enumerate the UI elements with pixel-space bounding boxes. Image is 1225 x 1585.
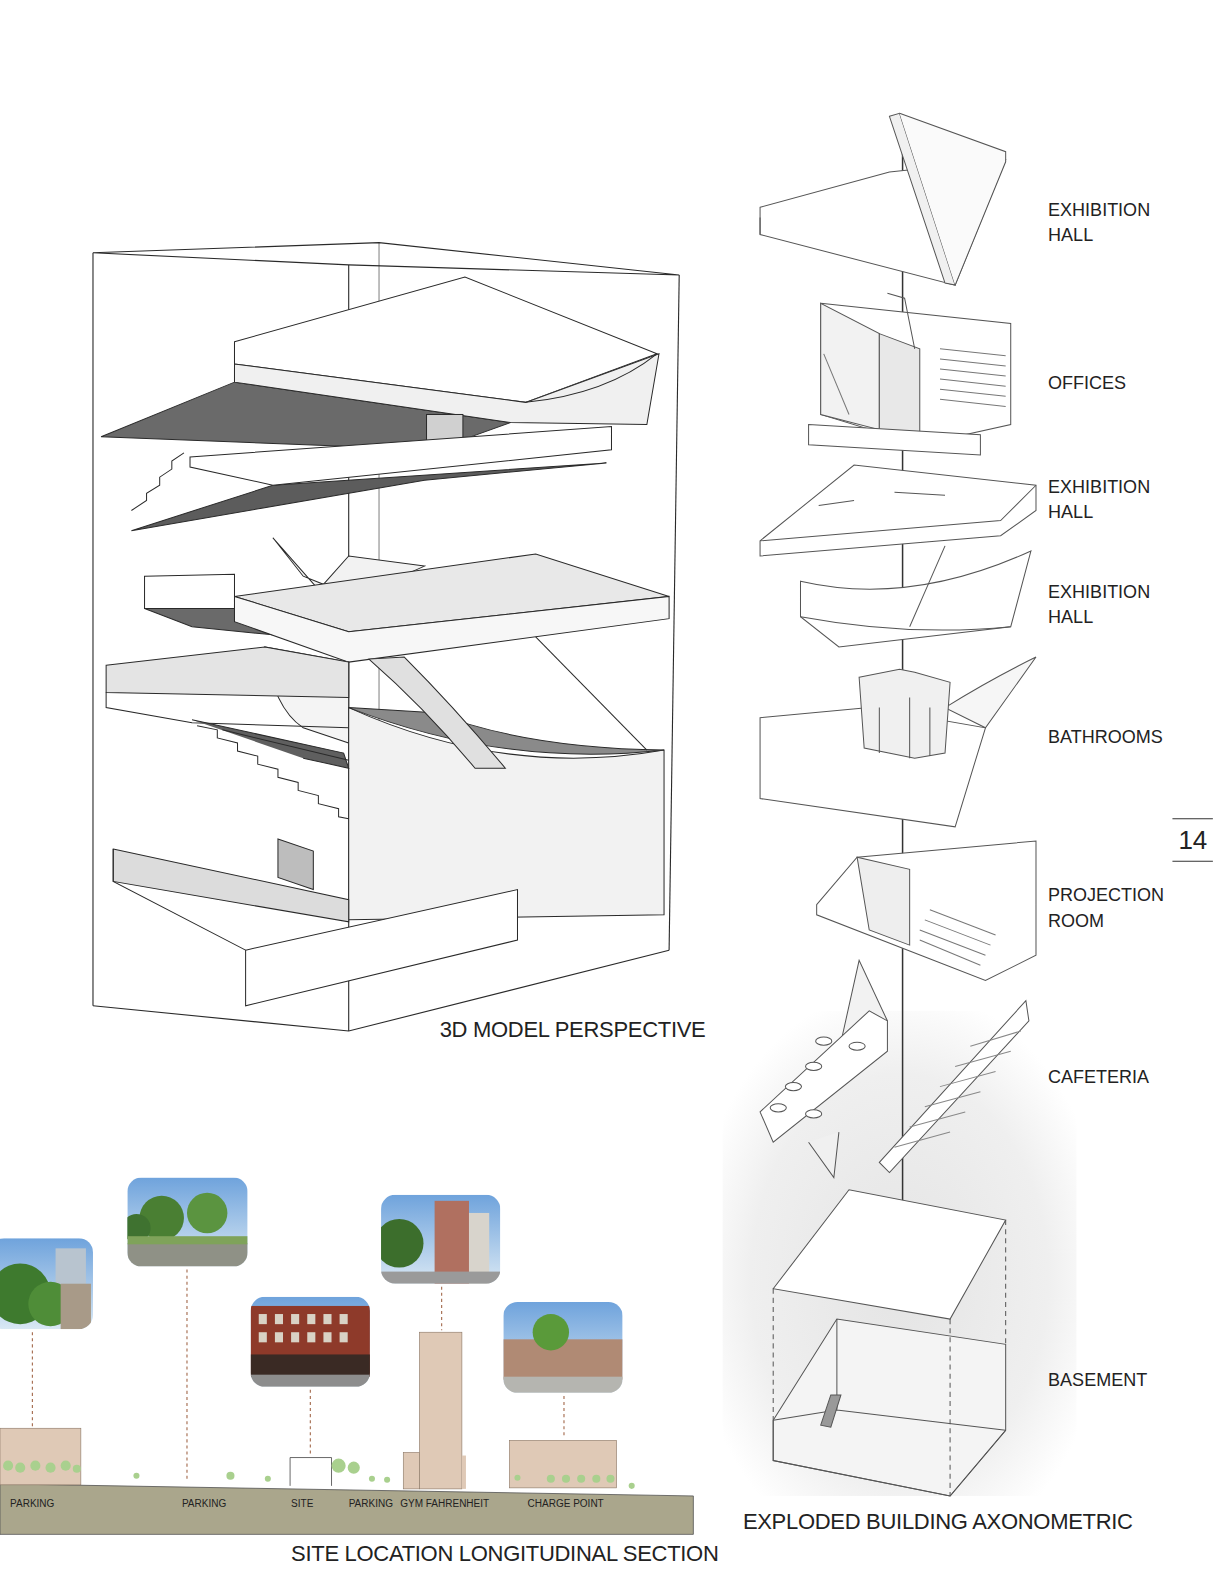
floor-label: EXHIBITION HALL <box>1048 475 1158 525</box>
site-label: PARKING <box>10 1497 54 1511</box>
page-rule <box>1172 861 1212 862</box>
exploded-pieces <box>760 113 1036 1496</box>
page-number: 14 <box>1179 822 1207 858</box>
floor-label: EXHIBITION HALL <box>1048 580 1158 630</box>
drawing-caption: 3D MODEL PERSPECTIVE <box>440 1015 706 1046</box>
site-section <box>0 1178 693 1535</box>
model-box <box>93 243 679 1031</box>
drawing-caption: SITE LOCATION LONGITUDINAL SECTION <box>291 1539 718 1570</box>
page-rule <box>1172 818 1212 819</box>
site-label: GYM FAHRENHEIT <box>400 1497 489 1511</box>
drawing-caption: EXPLODED BUILDING AXONOMETRIC <box>743 1507 1133 1538</box>
site-label: SITE <box>291 1497 313 1511</box>
site-label: PARKING <box>349 1497 393 1511</box>
floor-label: OFFICES <box>1048 371 1126 396</box>
floor-label: BASEMENT <box>1048 1368 1147 1393</box>
ground-shadow <box>723 1011 1077 1496</box>
floor-label: PROJECTION ROOM <box>1048 883 1178 933</box>
model-floors <box>101 277 669 1006</box>
site-label: CHARGE POINT <box>528 1497 604 1511</box>
floor-label: EXHIBITION HALL <box>1048 198 1158 248</box>
floor-label: BATHROOMS <box>1048 725 1163 750</box>
site-label: PARKING <box>182 1497 226 1511</box>
floor-label: CAFETERIA <box>1048 1065 1149 1090</box>
